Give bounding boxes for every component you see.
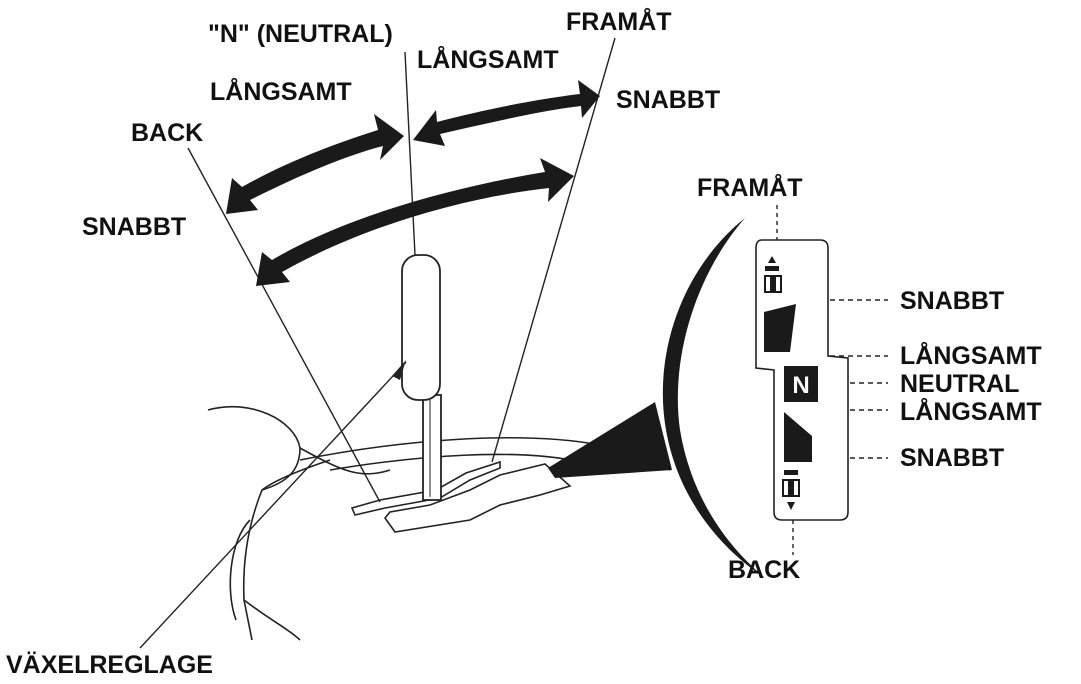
indicator-slow-reverse: LÅNGSAMT — [900, 397, 1042, 426]
rabbit-forward-icon — [764, 256, 782, 293]
indicator-axis — [776, 205, 794, 555]
indicator-leaders — [830, 299, 888, 459]
shift-gate — [350, 460, 572, 533]
indicator-fast-reverse: SNABBT — [900, 444, 1004, 472]
magnifier-arc — [662, 218, 765, 578]
indicator-reverse: BACK — [728, 556, 800, 584]
label-neutral-top: "N" (NEUTRAL) — [208, 20, 393, 48]
leader-lines — [139, 37, 616, 649]
text-labels: "N" (NEUTRAL) FRAMÅT LÅNGSAMT SNABBT LÅN… — [6, 7, 1042, 679]
indicator-fast-forward: SNABBT — [900, 287, 1004, 315]
motion-arrows — [226, 80, 600, 286]
neutral-box-symbol: N — [792, 372, 809, 399]
neutral-box — [784, 366, 818, 402]
label-reverse-top: BACK — [131, 119, 203, 147]
label-slow-reverse-top: LÅNGSAMT — [210, 77, 352, 106]
indicator-neutral: NEUTRAL — [900, 370, 1019, 398]
lever-knob — [401, 254, 441, 401]
slow-forward-arrow — [413, 80, 600, 146]
reverse-speed-wedge — [784, 412, 812, 462]
indicator-panel: N — [548, 205, 888, 578]
label-fast-forward-top: SNABBT — [616, 86, 720, 114]
label-forward-top: FRAMÅT — [566, 7, 672, 36]
indicator-slow-forward: LÅNGSAMT — [900, 341, 1042, 370]
forward-speed-wedge — [764, 304, 796, 352]
rabbit-reverse-icon — [782, 470, 800, 510]
lever-pointer-arrow — [392, 360, 406, 380]
console-outline — [207, 405, 671, 641]
callout-wedge — [548, 402, 672, 478]
fast-arrow — [256, 158, 574, 286]
slow-reverse-arrow — [226, 114, 404, 214]
label-slow-forward-top: LÅNGSAMT — [417, 45, 559, 74]
shift-lever — [401, 254, 442, 501]
label-fast-reverse-top: SNABBT — [82, 213, 186, 241]
label-lever: VÄXELREGLAGE — [6, 651, 213, 679]
indicator-forward: FRAMÅT — [697, 173, 803, 202]
lever-shaft — [422, 394, 442, 501]
